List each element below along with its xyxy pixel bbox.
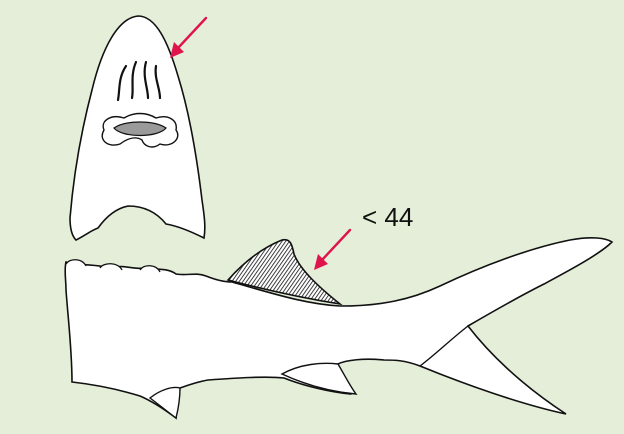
annotation-label: < 44 — [362, 202, 413, 232]
